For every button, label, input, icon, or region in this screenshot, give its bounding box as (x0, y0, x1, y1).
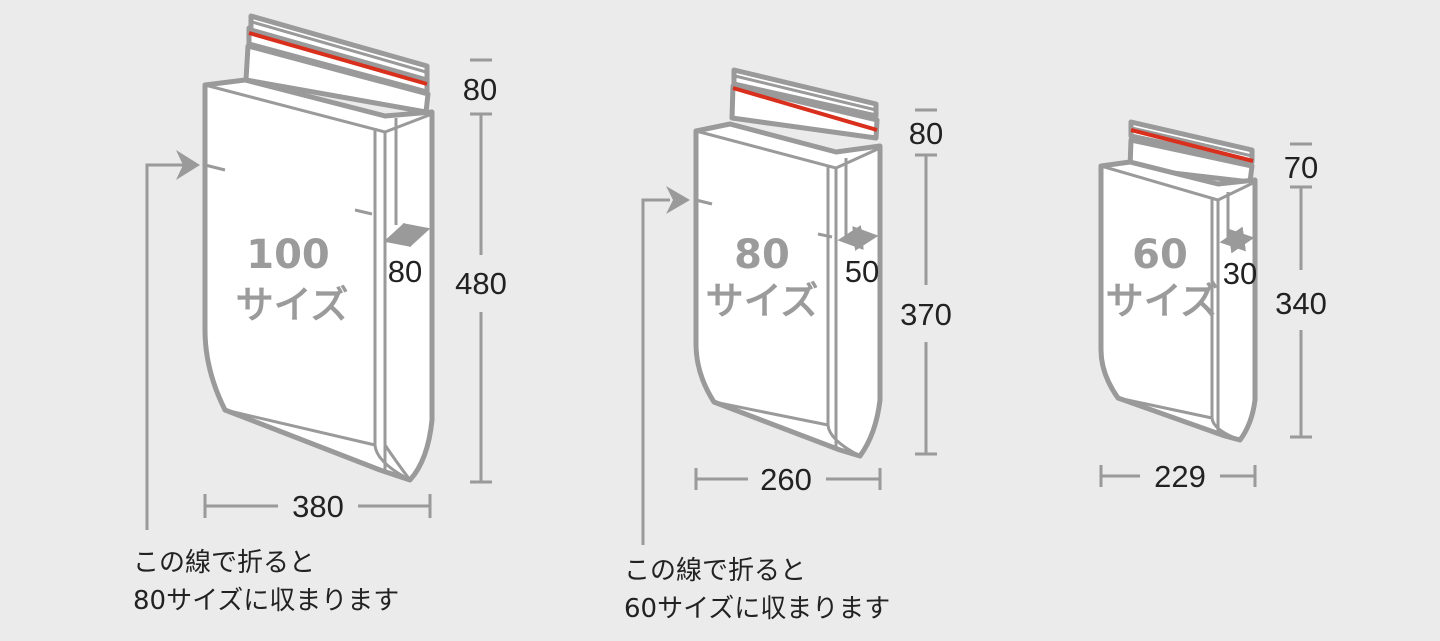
width-value-80: 260 (760, 462, 812, 497)
top-value-60: 70 (1284, 150, 1318, 185)
size-number-60: 60 (1132, 232, 1188, 278)
top-value-80: 80 (909, 116, 943, 151)
gusset-value-100: 80 (388, 254, 422, 289)
height-value-60: 340 (1275, 286, 1327, 321)
gusset-arrow-80 (837, 225, 879, 251)
fold-note-100-line2: 80サイズに収まります (133, 586, 400, 616)
gusset-arrow-60 (1219, 226, 1255, 254)
height-value-100: 480 (455, 266, 507, 301)
gusset-arrow-100 (383, 222, 431, 248)
fold-note-100: この線で折ると 80サイズに収まります (133, 544, 399, 620)
width-value-100: 380 (292, 489, 344, 524)
fold-note-80-line1: この線で折ると (624, 556, 807, 586)
size-suffix-80: サイズ (706, 279, 819, 323)
bag-100: 100 サイズ 80 80 480 380 (145, 13, 507, 530)
size-suffix-60: サイズ (1106, 279, 1219, 323)
seal-line-100 (248, 31, 428, 86)
gusset-value-80: 50 (845, 254, 879, 289)
size-number-100: 100 (246, 232, 330, 278)
fold-note-100-line1: この線で折ると (133, 548, 316, 578)
height-value-80: 370 (900, 297, 952, 332)
gusset-value-60: 30 (1223, 256, 1257, 291)
size-number-80: 80 (734, 232, 790, 278)
fold-pointer-80 (641, 198, 670, 545)
fold-note-80: この線で折ると 60サイズに収まります (624, 552, 890, 628)
size-suffix-100: サイズ (236, 283, 349, 327)
top-value-100: 80 (463, 72, 497, 107)
seal-line-80 (732, 86, 878, 132)
bag-60: 60 サイズ 30 70 340 229 (1098, 119, 1327, 494)
fold-note-80-line2: 60サイズに収まります (624, 594, 891, 624)
seal-line-60 (1130, 128, 1254, 163)
bag-80: 80 サイズ 50 80 370 260 (641, 67, 952, 545)
fold-pointer-100 (145, 163, 185, 530)
width-value-60: 229 (1154, 459, 1206, 494)
